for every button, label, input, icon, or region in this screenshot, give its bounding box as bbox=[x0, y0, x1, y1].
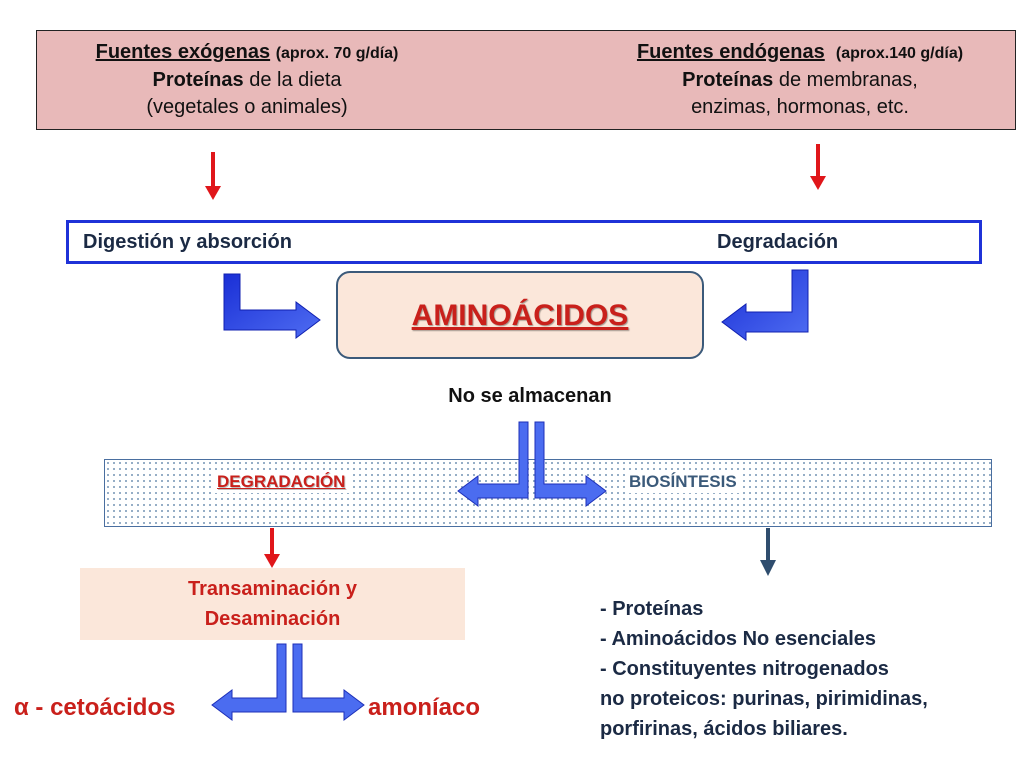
transamination-line2: Desaminación bbox=[204, 608, 341, 630]
exogenous-proteins: Proteínas bbox=[152, 69, 244, 91]
endogenous-title: Fuentes endógenas bbox=[636, 41, 825, 63]
process-bar: Digestión y absorción Degradación bbox=[66, 220, 982, 264]
exogenous-sources: Fuentes exógenas (aprox. 70 g/día) Prote… bbox=[47, 39, 447, 121]
list-item: porfirinas, ácidos biliares. bbox=[600, 718, 848, 740]
endogenous-examples: enzimas, hormonas, etc. bbox=[691, 96, 909, 118]
sources-box: Fuentes exógenas (aprox. 70 g/día) Prote… bbox=[36, 30, 1016, 130]
endogenous-amount: (aprox.140 g/día) bbox=[835, 45, 964, 62]
aminoacids-box: AMINOÁCIDOS bbox=[336, 271, 704, 359]
arrow-exogenous-down bbox=[205, 152, 221, 200]
biosynthesis-list: - Proteínas - Aminoácidos No esenciales … bbox=[600, 594, 1024, 744]
arrow-digestion-to-aminoacids bbox=[223, 273, 321, 339]
arrow-biosynthesis-down bbox=[760, 528, 776, 576]
list-item: - Proteínas bbox=[600, 598, 704, 620]
arrow-degradation-down bbox=[264, 528, 280, 568]
endogenous-proteins: Proteínas bbox=[682, 69, 774, 91]
transamination-line1: Transaminación y bbox=[188, 578, 357, 600]
digestion-label: Digestión y absorción bbox=[83, 231, 292, 253]
exogenous-amount: (aprox. 70 g/día) bbox=[275, 45, 399, 62]
biosynthesis-heading: BIOSÍNTESIS bbox=[625, 471, 741, 493]
arrow-degradation-to-aminoacids bbox=[721, 269, 809, 341]
list-item: no proteicos: purinas, pirimidinas, bbox=[600, 688, 928, 710]
arrow-endogenous-down bbox=[810, 144, 826, 190]
degradation-label: Degradación bbox=[717, 231, 839, 253]
degradation-heading: DEGRADACIÓN bbox=[213, 471, 350, 493]
endogenous-membranes: de membranas, bbox=[773, 69, 918, 91]
ketoacids-label: α - cetoácidos bbox=[14, 694, 176, 721]
transamination-box: Transaminación y Desaminación bbox=[80, 568, 465, 640]
exogenous-origin: (vegetales o animales) bbox=[146, 96, 348, 118]
list-item: - Constituyentes nitrogenados bbox=[600, 658, 889, 680]
endogenous-sources: Fuentes endógenas (aprox.140 g/día) Prot… bbox=[585, 39, 1015, 121]
arrow-split-fates bbox=[457, 421, 607, 507]
ammonia-label: amoníaco bbox=[368, 694, 481, 721]
arrow-split-products bbox=[211, 643, 365, 721]
list-item: - Aminoácidos No esenciales bbox=[600, 628, 877, 650]
exogenous-diet: de la dieta bbox=[243, 69, 342, 91]
storage-note: No se almacenan bbox=[448, 385, 612, 407]
aminoacids-title: AMINOÁCIDOS bbox=[411, 299, 629, 332]
exogenous-title: Fuentes exógenas bbox=[95, 41, 271, 63]
